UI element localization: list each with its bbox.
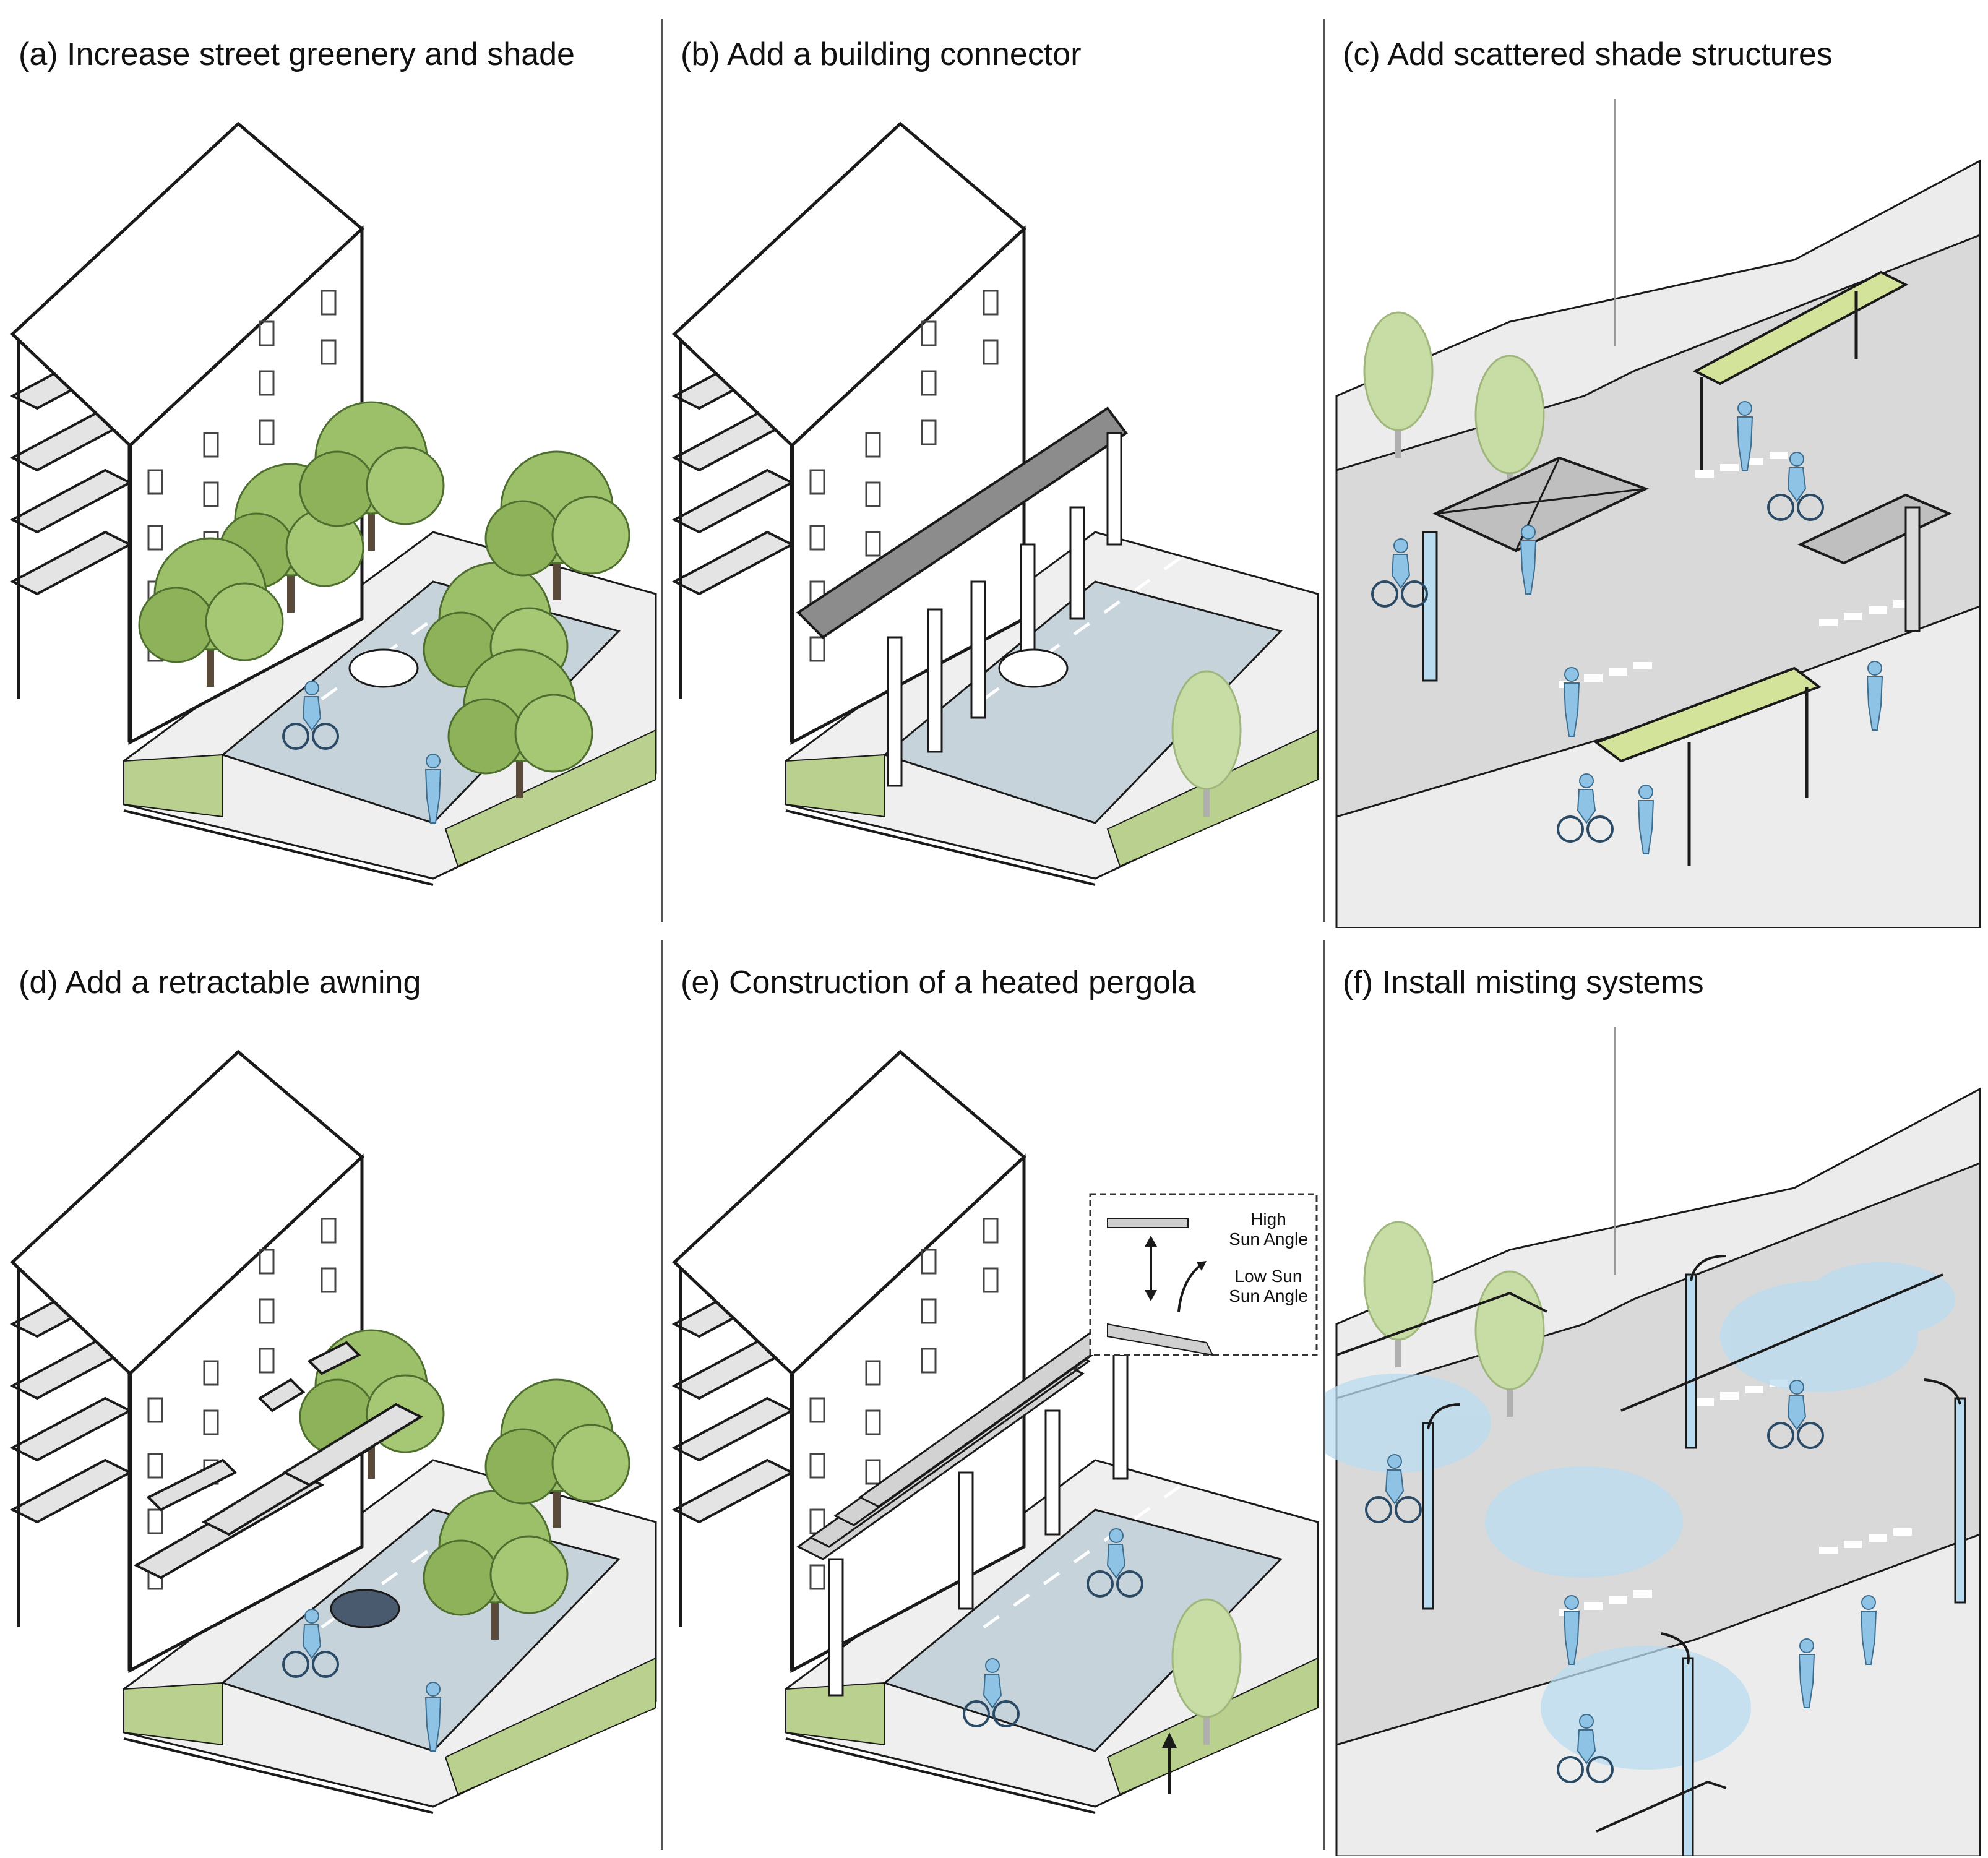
- panel-c-illustration: [1335, 98, 1981, 928]
- panel-title: (b) Add a building connector: [681, 37, 1082, 72]
- panel-title: (a) Increase street greenery and shade: [19, 37, 575, 72]
- divider-ab-top: [661, 19, 663, 922]
- panel-e-illustration: High Sun Angle Low Sun Sun Angle: [662, 928, 1324, 1856]
- panel-d: (d) Add a retractable awning: [0, 928, 662, 1856]
- panel-title: (d) Add a retractable awning: [19, 965, 421, 1000]
- panel-title: (e) Construction of a heated pergola: [681, 965, 1196, 1000]
- panel-f-illustration: [1324, 1026, 1981, 1856]
- divider-bc-top: [1323, 19, 1325, 922]
- panel-a-illustration: [0, 0, 662, 928]
- divider-ef-bottom: [1323, 940, 1325, 1850]
- panel-title: (c) Add scattered shade structures: [1343, 37, 1833, 72]
- panel-b-illustration: [662, 0, 1324, 928]
- inset-low-line1: Low Sun: [1235, 1267, 1302, 1286]
- inset-high-line2: Sun Angle: [1229, 1229, 1308, 1249]
- divider-de-bottom: [661, 940, 663, 1850]
- panel-d-illustration: [0, 928, 662, 1856]
- panel-title: (f) Install misting systems: [1343, 965, 1704, 1000]
- panel-a: (a) Increase street greenery and shade: [0, 0, 662, 928]
- panel-b: (b) Add a building connector: [662, 0, 1324, 928]
- panel-f: (f) Install misting systems: [1324, 928, 1986, 1856]
- panel-e: High Sun Angle Low Sun Sun Angle (e) Con…: [662, 928, 1324, 1856]
- panel-c: (c) Add scattered shade structures: [1324, 0, 1986, 928]
- inset-low-line2: Sun Angle: [1229, 1286, 1308, 1305]
- inset-high-line1: High: [1250, 1210, 1286, 1229]
